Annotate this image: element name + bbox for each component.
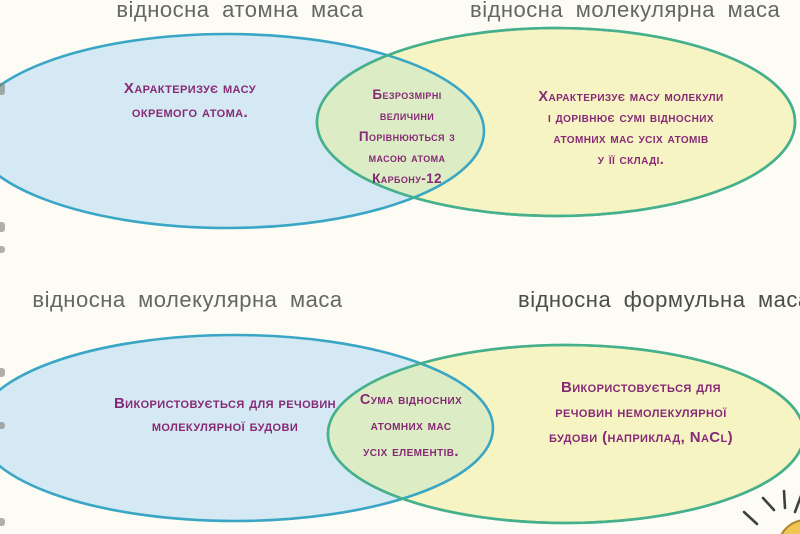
scan-artifact	[0, 422, 5, 429]
scan-artifact	[0, 518, 5, 526]
bottom-overlap-text: Сума відносних атомних мас усіх елементі…	[359, 392, 463, 460]
bottom-right-ellipse-outline	[326, 343, 800, 525]
scan-artifact	[0, 246, 5, 253]
top-overlap-text: Безрозмірні величини Порівнюються з масо…	[358, 87, 456, 186]
bottom-right-ellipse-text: Використовується для речовин немолекуляр…	[548, 379, 734, 446]
bottom-left-ellipse-text: Використовується для речовин молекулярно…	[113, 395, 337, 435]
top-right-ellipse-text: Характеризує масу молекули і дорівнює су…	[538, 89, 724, 168]
scan-artifact	[0, 368, 5, 377]
bottom-left-title: відносна молекулярна маса	[32, 287, 343, 312]
top-left-title: відносна атомна маса	[116, 0, 364, 22]
top-left-ellipse-text: Характеризує масу окремого атома.	[123, 80, 257, 121]
scan-artifact	[0, 83, 5, 95]
scan-artifact	[0, 222, 5, 232]
bottom-right-title: відносна формульна маса	[518, 287, 800, 312]
sun-doodle-icon	[742, 489, 800, 534]
top-right-title: відносна молекулярна маса	[470, 0, 781, 22]
top-right-ellipse-outline	[315, 26, 797, 218]
